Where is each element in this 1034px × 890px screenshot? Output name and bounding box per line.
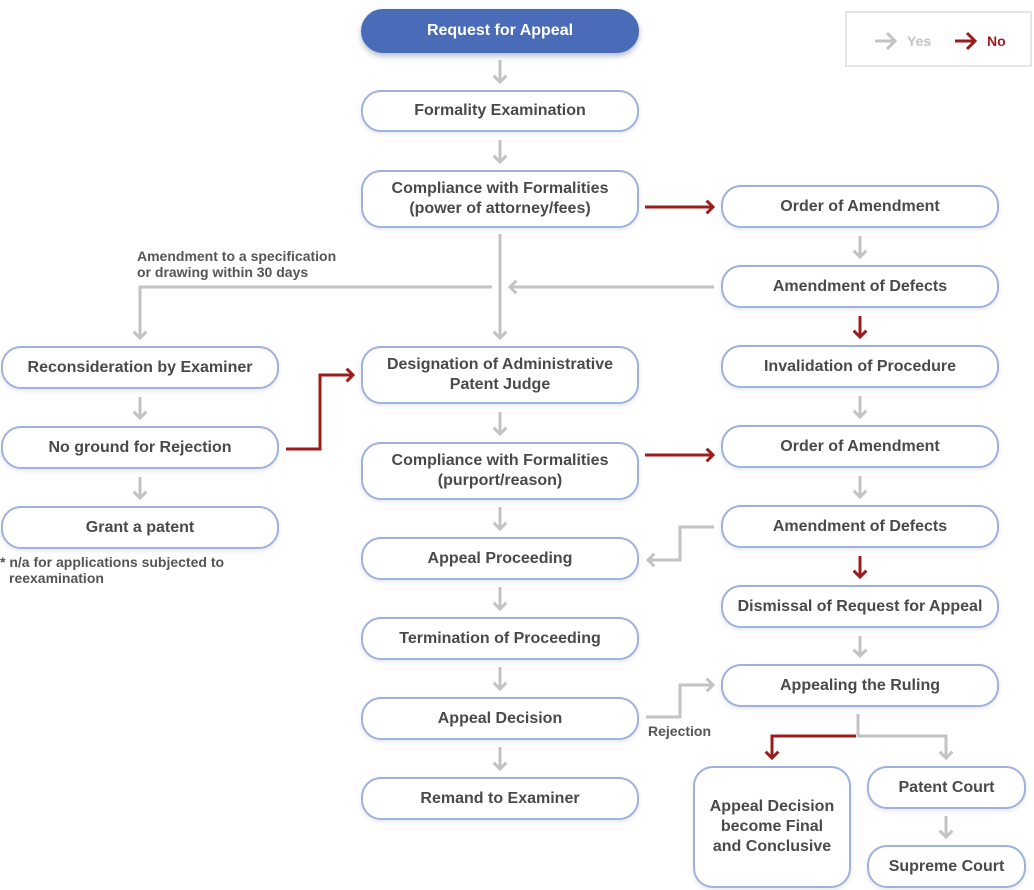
node-remand-to-examiner: Remand to Examiner bbox=[361, 777, 639, 820]
note-amendment-within-30-days: Amendment to a specification or drawing … bbox=[137, 248, 336, 280]
node-compliance-formalities-fees: Compliance with Formalities (power of att… bbox=[361, 170, 639, 228]
arrow-appealing-to-patent-court bbox=[856, 714, 954, 761]
yes-arrow-icon bbox=[875, 31, 898, 51]
node-label: Reconsideration by Examiner bbox=[27, 358, 253, 376]
arrow-dismissal-to-appealing bbox=[852, 636, 868, 659]
note-line2: or drawing within 30 days bbox=[137, 264, 309, 280]
arrow-no-ground-to-designation bbox=[286, 367, 356, 451]
node-appealing-the-ruling: Appealing the Ruling bbox=[721, 664, 999, 707]
note-line1: * n/a for applications subjected to bbox=[0, 554, 225, 570]
arrow-compliance2-to-order2 bbox=[645, 447, 716, 463]
note-line2: reexamination bbox=[9, 570, 104, 586]
node-request-for-appeal: Request for Appeal bbox=[361, 9, 639, 53]
node-termination-of-proceeding: Termination of Proceeding bbox=[361, 617, 639, 660]
node-formality-examination: Formality Examination bbox=[361, 90, 639, 132]
node-label: Remand to Examiner bbox=[420, 789, 580, 807]
node-no-ground-for-rejection: No ground for Rejection bbox=[1, 426, 279, 469]
arrow-amend2-to-dismissal bbox=[852, 556, 868, 580]
node-label: Patent Court bbox=[898, 778, 995, 796]
node-dismissal-of-request: Dismissal of Request for Appeal bbox=[721, 585, 999, 628]
arrow-request-to-formality bbox=[492, 60, 508, 85]
node-grant-a-patent: Grant a patent bbox=[1, 506, 279, 549]
node-label: Grant a patent bbox=[85, 518, 195, 536]
node-label-line2: become Final bbox=[720, 818, 824, 835]
node-label: Request for Appeal bbox=[426, 22, 574, 39]
arrow-decision-to-appealing bbox=[646, 677, 716, 719]
node-compliance-formalities-purport: Compliance with Formalities (purport/reas… bbox=[361, 442, 639, 500]
node-label: Order of Amendment bbox=[780, 437, 940, 455]
node-amendment-of-defects-1: Amendment of Defects bbox=[721, 265, 999, 308]
arrow-appealing-to-final bbox=[764, 734, 856, 761]
arrow-order2-to-amend2 bbox=[852, 476, 868, 500]
note-na-reexamination: * n/a for applications subjected to reex… bbox=[0, 554, 224, 586]
node-label: Invalidation of Procedure bbox=[763, 357, 957, 375]
node-label: Dismissal of Request for Appeal bbox=[737, 597, 983, 615]
node-reconsideration-by-examiner: Reconsideration by Examiner bbox=[1, 346, 279, 389]
arrow-termination-to-decision bbox=[492, 667, 508, 692]
arrow-amend1-to-invalidation bbox=[852, 316, 868, 340]
arrow-invalidation-to-order2 bbox=[852, 396, 868, 420]
legend-yes-label: Yes bbox=[907, 33, 932, 49]
no-arrow-icon bbox=[955, 31, 978, 51]
arrow-formality-to-compliance bbox=[492, 140, 508, 165]
arrow-amendment-to-reconsideration bbox=[132, 285, 492, 341]
node-label-line2: (purport/reason) bbox=[437, 472, 563, 489]
node-invalidation-of-procedure: Invalidation of Procedure bbox=[721, 345, 999, 388]
node-label: Amendment of Defects bbox=[772, 517, 948, 535]
node-label: Termination of Proceeding bbox=[399, 629, 601, 647]
node-label-line1: Designation of Administrative bbox=[386, 356, 614, 373]
node-label-line1: Compliance with Formalities bbox=[391, 180, 609, 197]
node-label: No ground for Rejection bbox=[48, 438, 232, 456]
legend-no-label: No bbox=[987, 33, 1006, 49]
node-appeal-decision-final: Appeal Decision become Final and Conclusiv… bbox=[693, 766, 851, 888]
node-order-of-amendment-1: Order of Amendment bbox=[721, 185, 999, 228]
node-label-line2: (power of attorney/fees) bbox=[409, 200, 591, 217]
label-rejection: Rejection bbox=[648, 723, 712, 739]
legend: Yes No bbox=[845, 11, 1032, 67]
node-appeal-proceeding: Appeal Proceeding bbox=[361, 537, 639, 580]
node-label: Appealing the Ruling bbox=[780, 676, 940, 694]
node-amendment-of-defects-2: Amendment of Defects bbox=[721, 505, 999, 548]
node-label-line1: Appeal Decision bbox=[709, 798, 835, 815]
node-appeal-decision: Appeal Decision bbox=[361, 697, 639, 740]
arrow-decision-to-remand bbox=[492, 747, 508, 772]
node-label: Amendment of Defects bbox=[772, 277, 948, 295]
arrow-compliance-to-order1 bbox=[645, 199, 716, 215]
arrow-compliance-to-designation bbox=[492, 234, 508, 341]
arrow-order1-to-amend1 bbox=[852, 236, 868, 260]
node-label-line3: and Conclusive bbox=[712, 838, 832, 855]
arrow-no-ground-to-grant bbox=[132, 477, 148, 501]
node-label: Appeal Proceeding bbox=[427, 549, 573, 567]
arrow-reconsideration-to-no-ground bbox=[132, 397, 148, 421]
node-label: Appeal Decision bbox=[437, 709, 563, 727]
node-label-line1: Compliance with Formalities bbox=[391, 452, 609, 469]
arrow-proceeding-to-termination bbox=[492, 587, 508, 612]
node-label: Supreme Court bbox=[888, 857, 1005, 875]
arrow-amend2-to-proceeding bbox=[645, 525, 714, 568]
node-label: Formality Examination bbox=[414, 102, 586, 119]
node-order-of-amendment-2: Order of Amendment bbox=[721, 425, 999, 468]
arrow-compliance2-to-proceeding bbox=[492, 507, 508, 532]
note-line1: Amendment to a specification bbox=[137, 248, 337, 264]
node-patent-court: Patent Court bbox=[867, 766, 1026, 809]
arrow-designation-to-compliance2 bbox=[492, 412, 508, 437]
node-label: Order of Amendment bbox=[780, 197, 940, 215]
node-supreme-court: Supreme Court bbox=[867, 845, 1026, 888]
node-label-line2: Patent Judge bbox=[449, 376, 551, 393]
arrow-patent-court-to-supreme bbox=[938, 816, 954, 840]
arrow-amend1-to-center bbox=[507, 279, 714, 295]
